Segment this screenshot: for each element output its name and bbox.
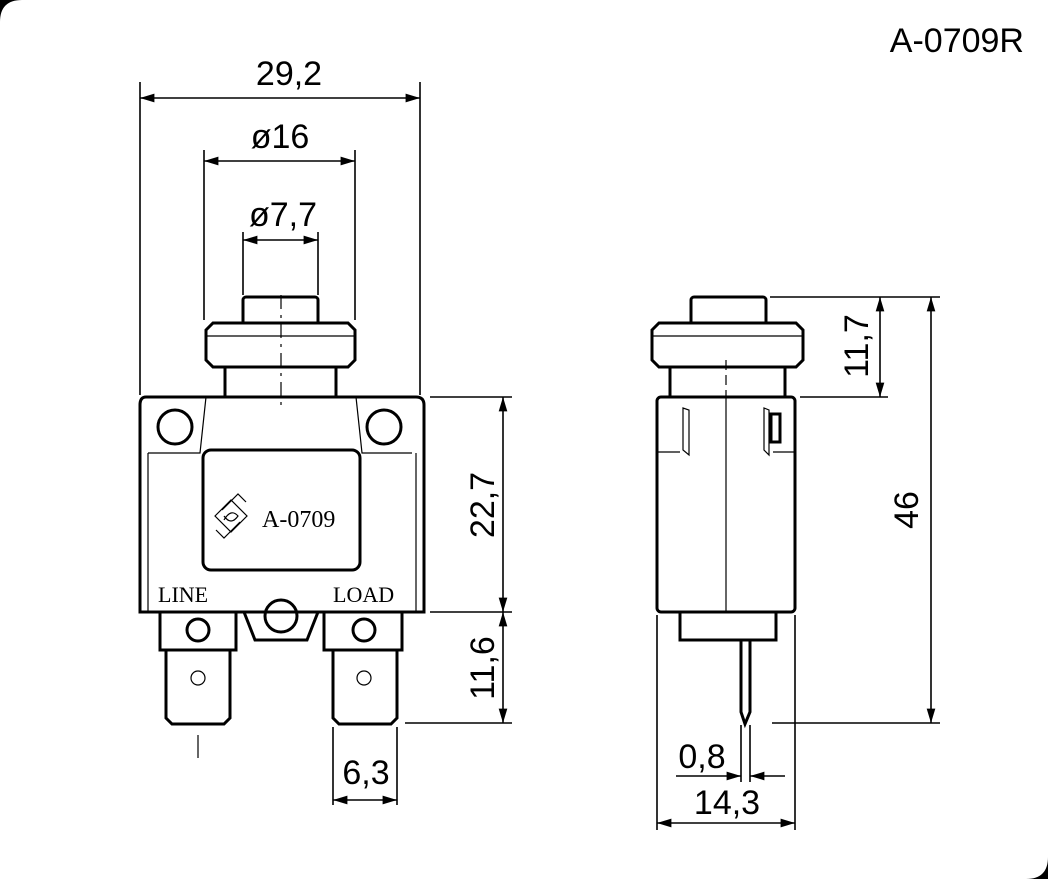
dim-terminal-width: 6,3 <box>342 754 389 792</box>
dim-body-height: 22,7 <box>464 472 502 538</box>
terminal-label-load: LOAD <box>333 582 394 607</box>
terminal-load <box>322 610 404 726</box>
side-view <box>650 295 805 729</box>
housing <box>138 395 426 614</box>
dim-side-depth: 14,3 <box>694 784 760 822</box>
front-dimensions: 29,2 ø16 ø7,7 22,7 11,6 6,3 <box>139 55 512 805</box>
label-plate <box>201 448 362 572</box>
terminal-label-line: LINE <box>158 582 208 607</box>
dim-overall-height: 46 <box>888 491 926 529</box>
part-number: A-0709R <box>890 22 1024 60</box>
dim-collar-diameter: ø16 <box>251 118 310 156</box>
center-boss <box>241 610 321 642</box>
dim-button-height: 11,7 <box>838 314 876 378</box>
body-label: A-0709 <box>262 507 335 533</box>
manufacturer-logo-icon <box>214 493 248 539</box>
dim-overall-width: 29,2 <box>256 55 322 93</box>
dim-button-diameter: ø7,7 <box>249 196 317 234</box>
mounting-hole-right <box>365 408 403 446</box>
mounting-hole-left <box>156 408 194 446</box>
dim-terminal-length: 11,6 <box>464 636 502 700</box>
side-dimensions: 11,7 46 0,8 14,3 <box>656 296 940 830</box>
front-view: A-0709 LINE LOAD <box>138 295 426 758</box>
dim-terminal-thickness: 0,8 <box>678 738 725 776</box>
terminal-line <box>158 610 238 726</box>
frame-corner-bottom-right <box>1026 857 1048 879</box>
frame-corner-top-left <box>0 0 22 22</box>
